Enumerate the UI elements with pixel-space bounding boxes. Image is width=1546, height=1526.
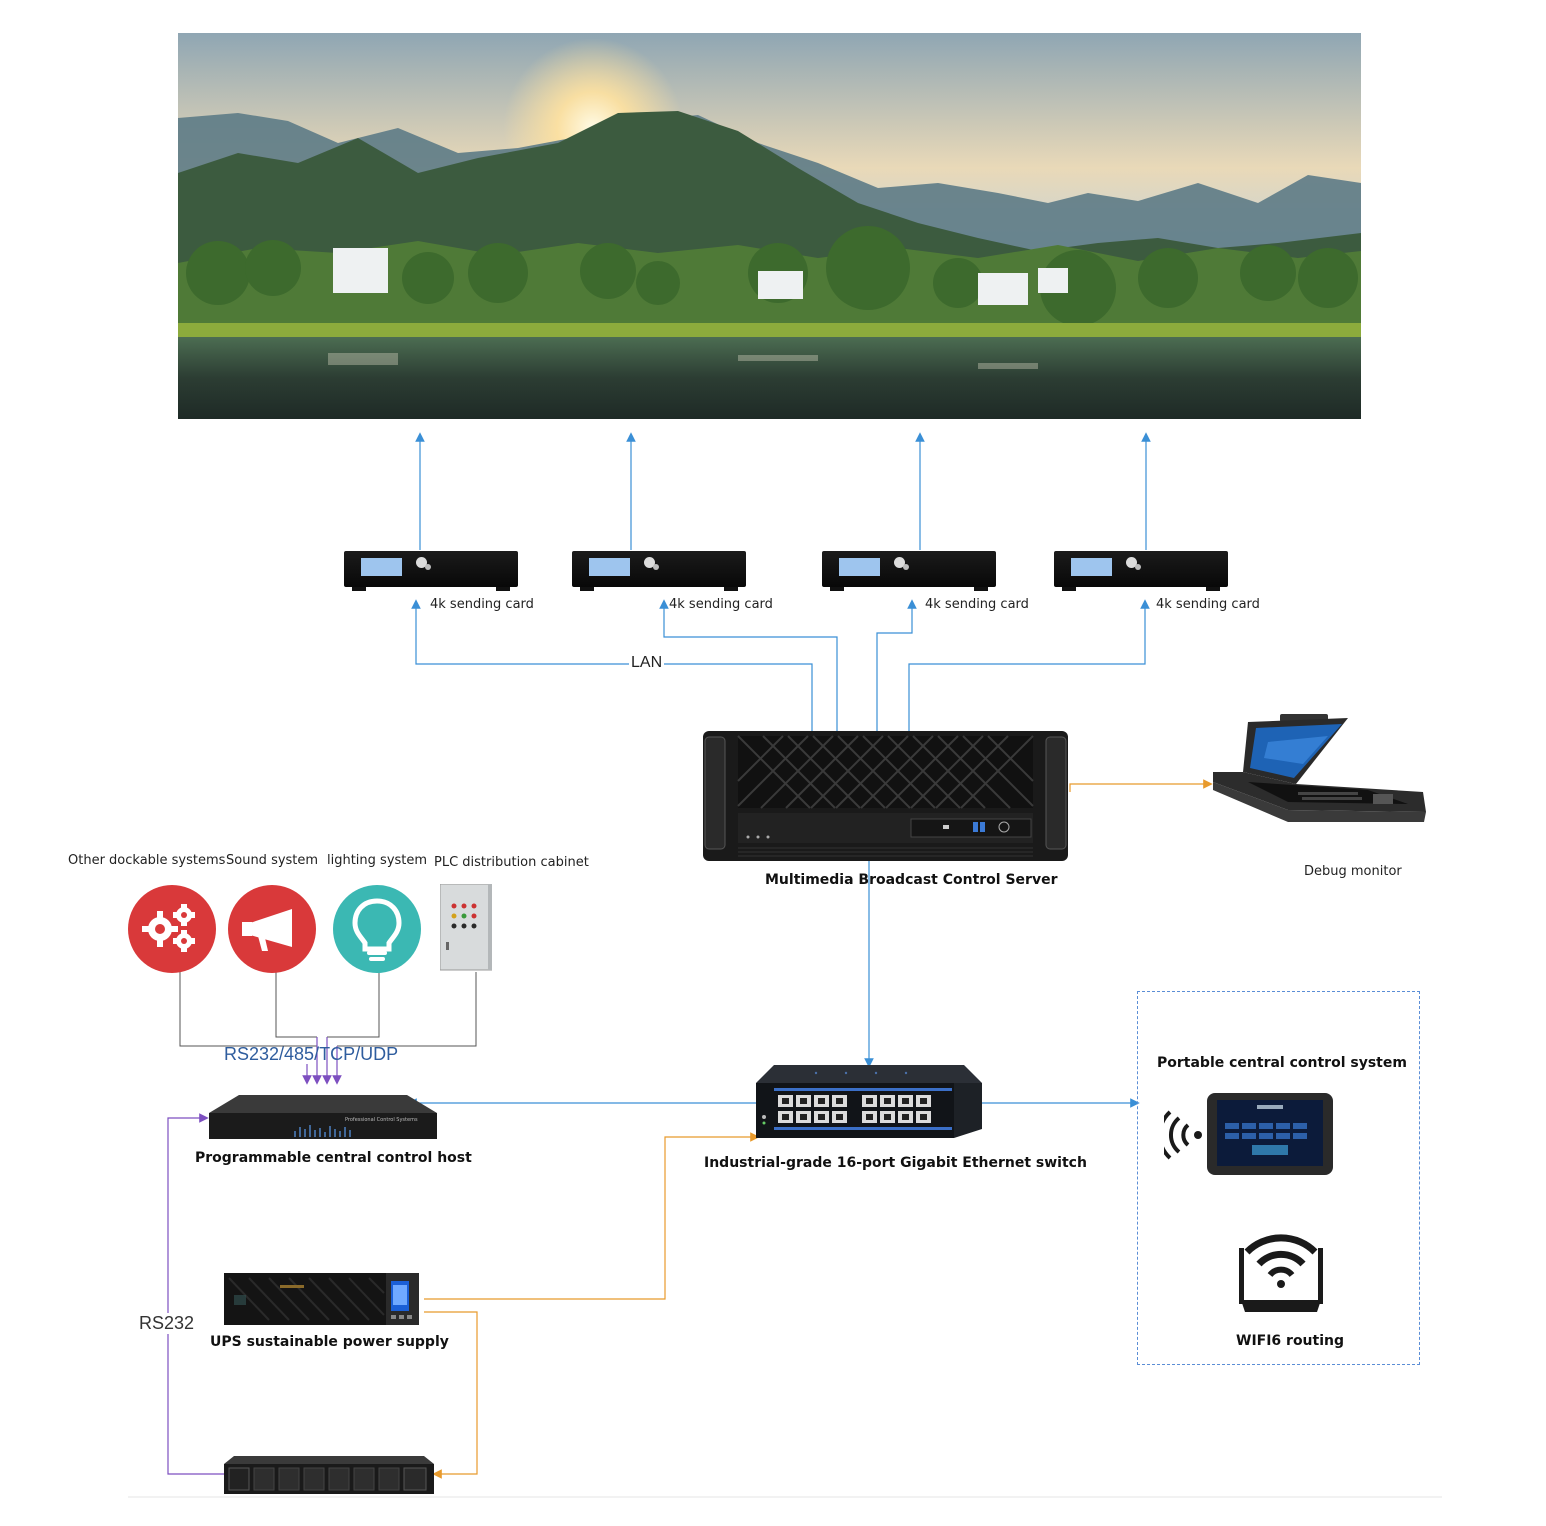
debug-monitor (1208, 712, 1428, 837)
dockable-label: PLC distribution cabinet (434, 855, 589, 870)
sending-card-label: 4k sending card (669, 597, 773, 612)
dockable-label: lighting system (327, 853, 428, 868)
control-host-label: Programmable central control host (195, 1150, 472, 1166)
switch-label: Industrial-grade 16-port Gigabit Etherne… (704, 1155, 1087, 1171)
wireless-control-group (1137, 991, 1420, 1365)
dock-line-4 (337, 972, 477, 1047)
dock-line-2 (275, 972, 317, 1038)
ups-label: UPS sustainable power supply (210, 1334, 449, 1350)
dock-line-1 (179, 972, 317, 1047)
server-to-monitor-line (1069, 779, 1213, 792)
megaphone-icon (228, 885, 316, 973)
dockable-label: Other dockable systems (68, 853, 226, 868)
lan-line-4 (908, 599, 1150, 735)
led-screen-landscape (178, 33, 1361, 419)
router-label: WIFI6 routing (1236, 1333, 1345, 1349)
sending-card-label: 4k sending card (1156, 597, 1260, 612)
sending-card-4 (1054, 551, 1228, 591)
dockable-label: Sound system (226, 853, 319, 868)
rs232-line (167, 1113, 224, 1475)
lan-line-2 (659, 599, 838, 735)
sending-card-label: 4k sending card (925, 597, 1029, 612)
sending-card-1 (344, 551, 518, 591)
gears-icon (128, 885, 216, 973)
wifi6-router (1237, 1220, 1325, 1315)
sending-card-label: 4k sending card (430, 597, 534, 612)
sending-card-2 (572, 551, 746, 591)
portable-label: Portable central control system (1157, 1055, 1407, 1071)
ups-to-pdu-line (424, 1311, 478, 1479)
ups-to-switch-line (424, 1132, 760, 1300)
sending-card-3 (822, 551, 996, 591)
cabinet-icon (439, 883, 493, 972)
landscape-image (178, 33, 1361, 419)
central-control-host: Professional Control Systems (209, 1095, 437, 1141)
rs232-label: RS232 (139, 1313, 195, 1334)
protocols-label: RS232/485/TCP/UDP (224, 1044, 399, 1064)
dock-line-3 (327, 972, 380, 1038)
debug-monitor-label: Debug monitor (1304, 864, 1402, 879)
broadcast-control-server (703, 731, 1068, 861)
lan-label: LAN (629, 654, 665, 672)
lan-line-1 (411, 599, 813, 735)
wireless-signal-icon (1157, 1110, 1204, 1160)
host-front-text: Professional Control Systems (345, 1117, 418, 1123)
ups-power-supply (224, 1273, 419, 1325)
pdu-power-strip (224, 1456, 434, 1494)
ethernet-switch (756, 1065, 982, 1138)
server-label: Multimedia Broadcast Control Server (765, 872, 1058, 888)
lightbulb-icon (333, 885, 421, 973)
lan-line-3 (876, 599, 917, 735)
portable-tablet (1207, 1093, 1333, 1175)
